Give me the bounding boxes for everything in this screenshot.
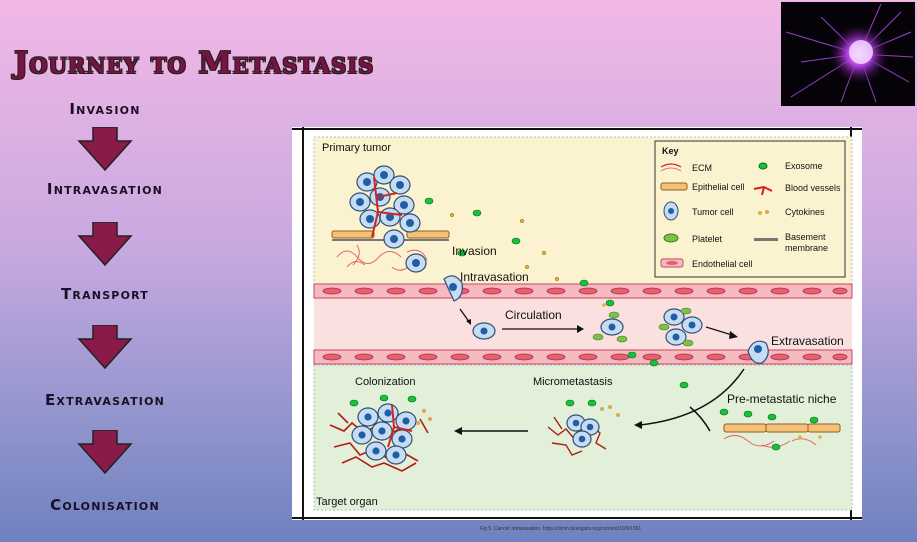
extravasating-cell (747, 340, 769, 364)
target-organ-label: Target organ (316, 496, 378, 508)
circulating-cell-1 (472, 322, 496, 340)
exosome-icon (758, 162, 768, 170)
epithelial-cell-icon (660, 182, 688, 191)
key-title: Key (662, 146, 679, 156)
down-arrow-icon (77, 222, 133, 266)
step-extravasation: Extravasation (44, 391, 166, 409)
figure-caption: Fig 5. Cancer Intravasation. https://dmm… (480, 526, 642, 532)
key-ecm: ECM (692, 163, 712, 173)
key-exosome: Exosome (785, 161, 823, 171)
key-tumor: Tumor cell (692, 207, 734, 217)
intravasation-label: Intravasation (460, 270, 529, 284)
extravasation-label: Extravasation (771, 334, 844, 348)
cytokines-primary (449, 212, 560, 282)
key-platelet: Platelet (692, 234, 723, 244)
exosomes-primary (424, 197, 589, 287)
platelet-cluster-2 (658, 307, 703, 347)
down-arrow-icon (77, 127, 133, 171)
platelet-cluster-1 (592, 299, 628, 343)
page-title: Journey to Metastasis (14, 46, 375, 81)
step-transport: Transport (60, 285, 150, 303)
key-basement-2: membrane (785, 243, 828, 253)
step-invasion: Invasion (69, 100, 141, 118)
blood-vessels-icon (753, 185, 773, 196)
intravasating-cell (443, 275, 463, 302)
colonization (329, 394, 432, 472)
key-vessels: Blood vessels (785, 183, 841, 193)
primary-tumor (331, 165, 450, 273)
key-epithelial: Epithelial cell (692, 182, 745, 192)
key-legend: Key ECM Epithelial cell Tumor cell Plate… (654, 140, 846, 278)
key-endothelial: Endothelial cell (692, 259, 753, 269)
endothelial-row-bottom (313, 349, 853, 365)
cytokines-icon (758, 210, 769, 215)
primary-tumor-label: Primary tumor (322, 142, 391, 154)
invasion-label: Invasion (452, 244, 497, 258)
down-arrow-icon (77, 430, 133, 474)
exosomes-vessel (627, 351, 659, 367)
key-cytokines: Cytokines (785, 207, 825, 217)
basement-membrane-icon (754, 238, 778, 241)
micrometastasis-label: Micrometastasis (533, 376, 613, 388)
step-intravasation: Intravasation (46, 180, 164, 198)
metastasis-diagram: Primary tumor Target organ Invasion Intr… (292, 127, 862, 520)
micrometastasis (547, 399, 620, 456)
key-basement-1: Basement (785, 232, 826, 242)
cancer-cell-photo (781, 2, 915, 106)
down-arrow-icon (77, 325, 133, 369)
pre-metastatic-niche-label: Pre-metastatic niche (727, 392, 837, 406)
circulation-label: Circulation (505, 308, 562, 322)
colonization-label: Colonization (355, 376, 416, 388)
ecm-icon (660, 163, 682, 168)
platelet-icon (663, 233, 679, 243)
pre-metastatic-niche (719, 408, 841, 451)
step-colonisation: Colonisation (50, 496, 160, 514)
